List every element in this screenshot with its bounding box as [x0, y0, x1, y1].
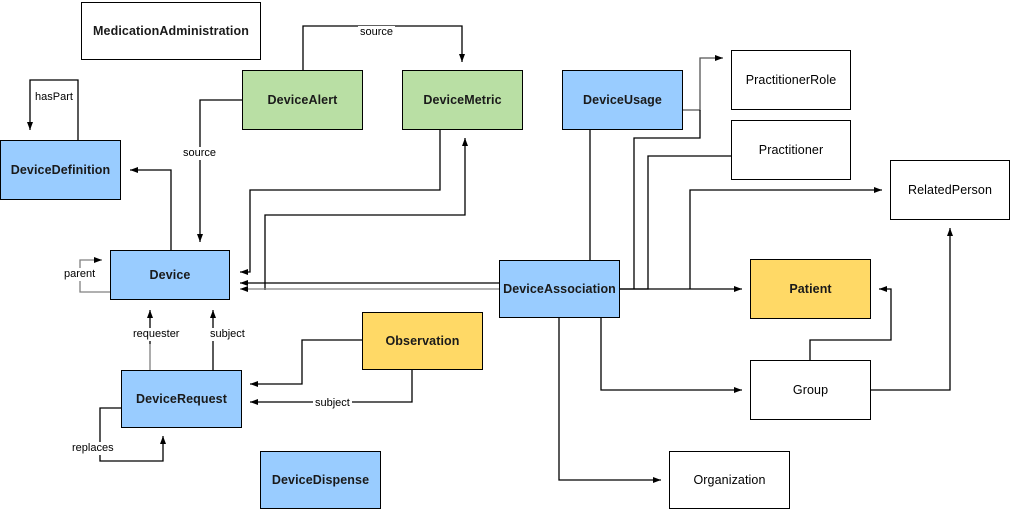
edge-deviceassoc-to-practitioner — [620, 155, 731, 290]
node-group[interactable]: Group — [750, 360, 871, 420]
node-label-group: Group — [792, 383, 829, 397]
node-devicealert[interactable]: DeviceAlert — [242, 70, 363, 130]
node-devicemetric[interactable]: DeviceMetric — [402, 70, 523, 130]
edge-label-source-device: source — [181, 147, 219, 160]
node-device[interactable]: Device — [110, 250, 230, 300]
node-label-device: Device — [149, 268, 191, 282]
node-devicedefinition[interactable]: DeviceDefinition — [0, 140, 121, 200]
edge-deviceusage-to-practitionerrole — [683, 55, 723, 111]
node-label-practitioner: Practitioner — [758, 143, 824, 157]
edge-deviceassoc-to-organization — [558, 318, 661, 483]
edge-devicealert-source-device — [197, 99, 242, 242]
node-devicedispense[interactable]: DeviceDispense — [260, 451, 381, 509]
edge-observation-to-devicerequest — [250, 339, 362, 387]
node-label-devicedefinition: DeviceDefinition — [10, 163, 111, 177]
edge-label-subject-device: subject — [208, 328, 247, 341]
node-label-devicedispense: DeviceDispense — [271, 473, 370, 487]
node-deviceusage[interactable]: DeviceUsage — [562, 70, 683, 130]
edge-label-source-top: source — [358, 26, 396, 39]
node-devicerequest[interactable]: DeviceRequest — [121, 370, 242, 428]
edge-deviceassoc-to-group — [600, 318, 742, 393]
edge-deviceassoc-to-practitionerrole — [633, 110, 701, 289]
edge-label-subject-devicerequest: subject — [313, 397, 352, 410]
edge-label-parent: parent — [62, 268, 98, 281]
node-label-devicerequest: DeviceRequest — [136, 392, 227, 406]
edge-label-replaces: replaces — [70, 442, 116, 455]
node-practitionerrole[interactable]: PractitionerRole — [731, 50, 851, 110]
edge-device-to-devicemetric — [264, 138, 468, 290]
node-label-observation: Observation — [385, 334, 460, 348]
edge-group-to-relatedperson — [871, 228, 953, 391]
node-medicationadministration[interactable]: MedicationAdministration — [81, 2, 261, 60]
node-organization[interactable]: Organization — [669, 451, 790, 509]
node-label-deviceusage: DeviceUsage — [583, 93, 662, 107]
node-label-organization: Organization — [693, 473, 766, 487]
edge-devicemetric-to-device — [240, 130, 441, 275]
edge-observation-to-device — [210, 215, 422, 312]
edge-label-haspart: hasPart — [33, 91, 75, 104]
node-label-practitionerrole: PractitionerRole — [745, 73, 837, 87]
node-label-deviceassociation: DeviceAssociation — [503, 282, 616, 296]
node-label-relatedperson: RelatedPerson — [908, 183, 992, 197]
node-observation[interactable]: Observation — [362, 312, 483, 370]
node-label-medicationadministration: MedicationAdministration — [93, 24, 249, 38]
node-relatedperson[interactable]: RelatedPerson — [890, 160, 1010, 220]
edge-device-to-devicedefinition — [130, 167, 172, 250]
node-patient[interactable]: Patient — [750, 259, 871, 319]
node-label-patient: Patient — [789, 282, 832, 296]
node-label-devicealert: DeviceAlert — [267, 93, 338, 107]
edge-device-haspart — [27, 79, 79, 140]
node-practitioner[interactable]: Practitioner — [731, 120, 851, 180]
edge-label-requester: requester — [131, 328, 182, 341]
node-label-devicemetric: DeviceMetric — [423, 93, 502, 107]
node-deviceassociation[interactable]: DeviceAssociation — [499, 260, 620, 318]
